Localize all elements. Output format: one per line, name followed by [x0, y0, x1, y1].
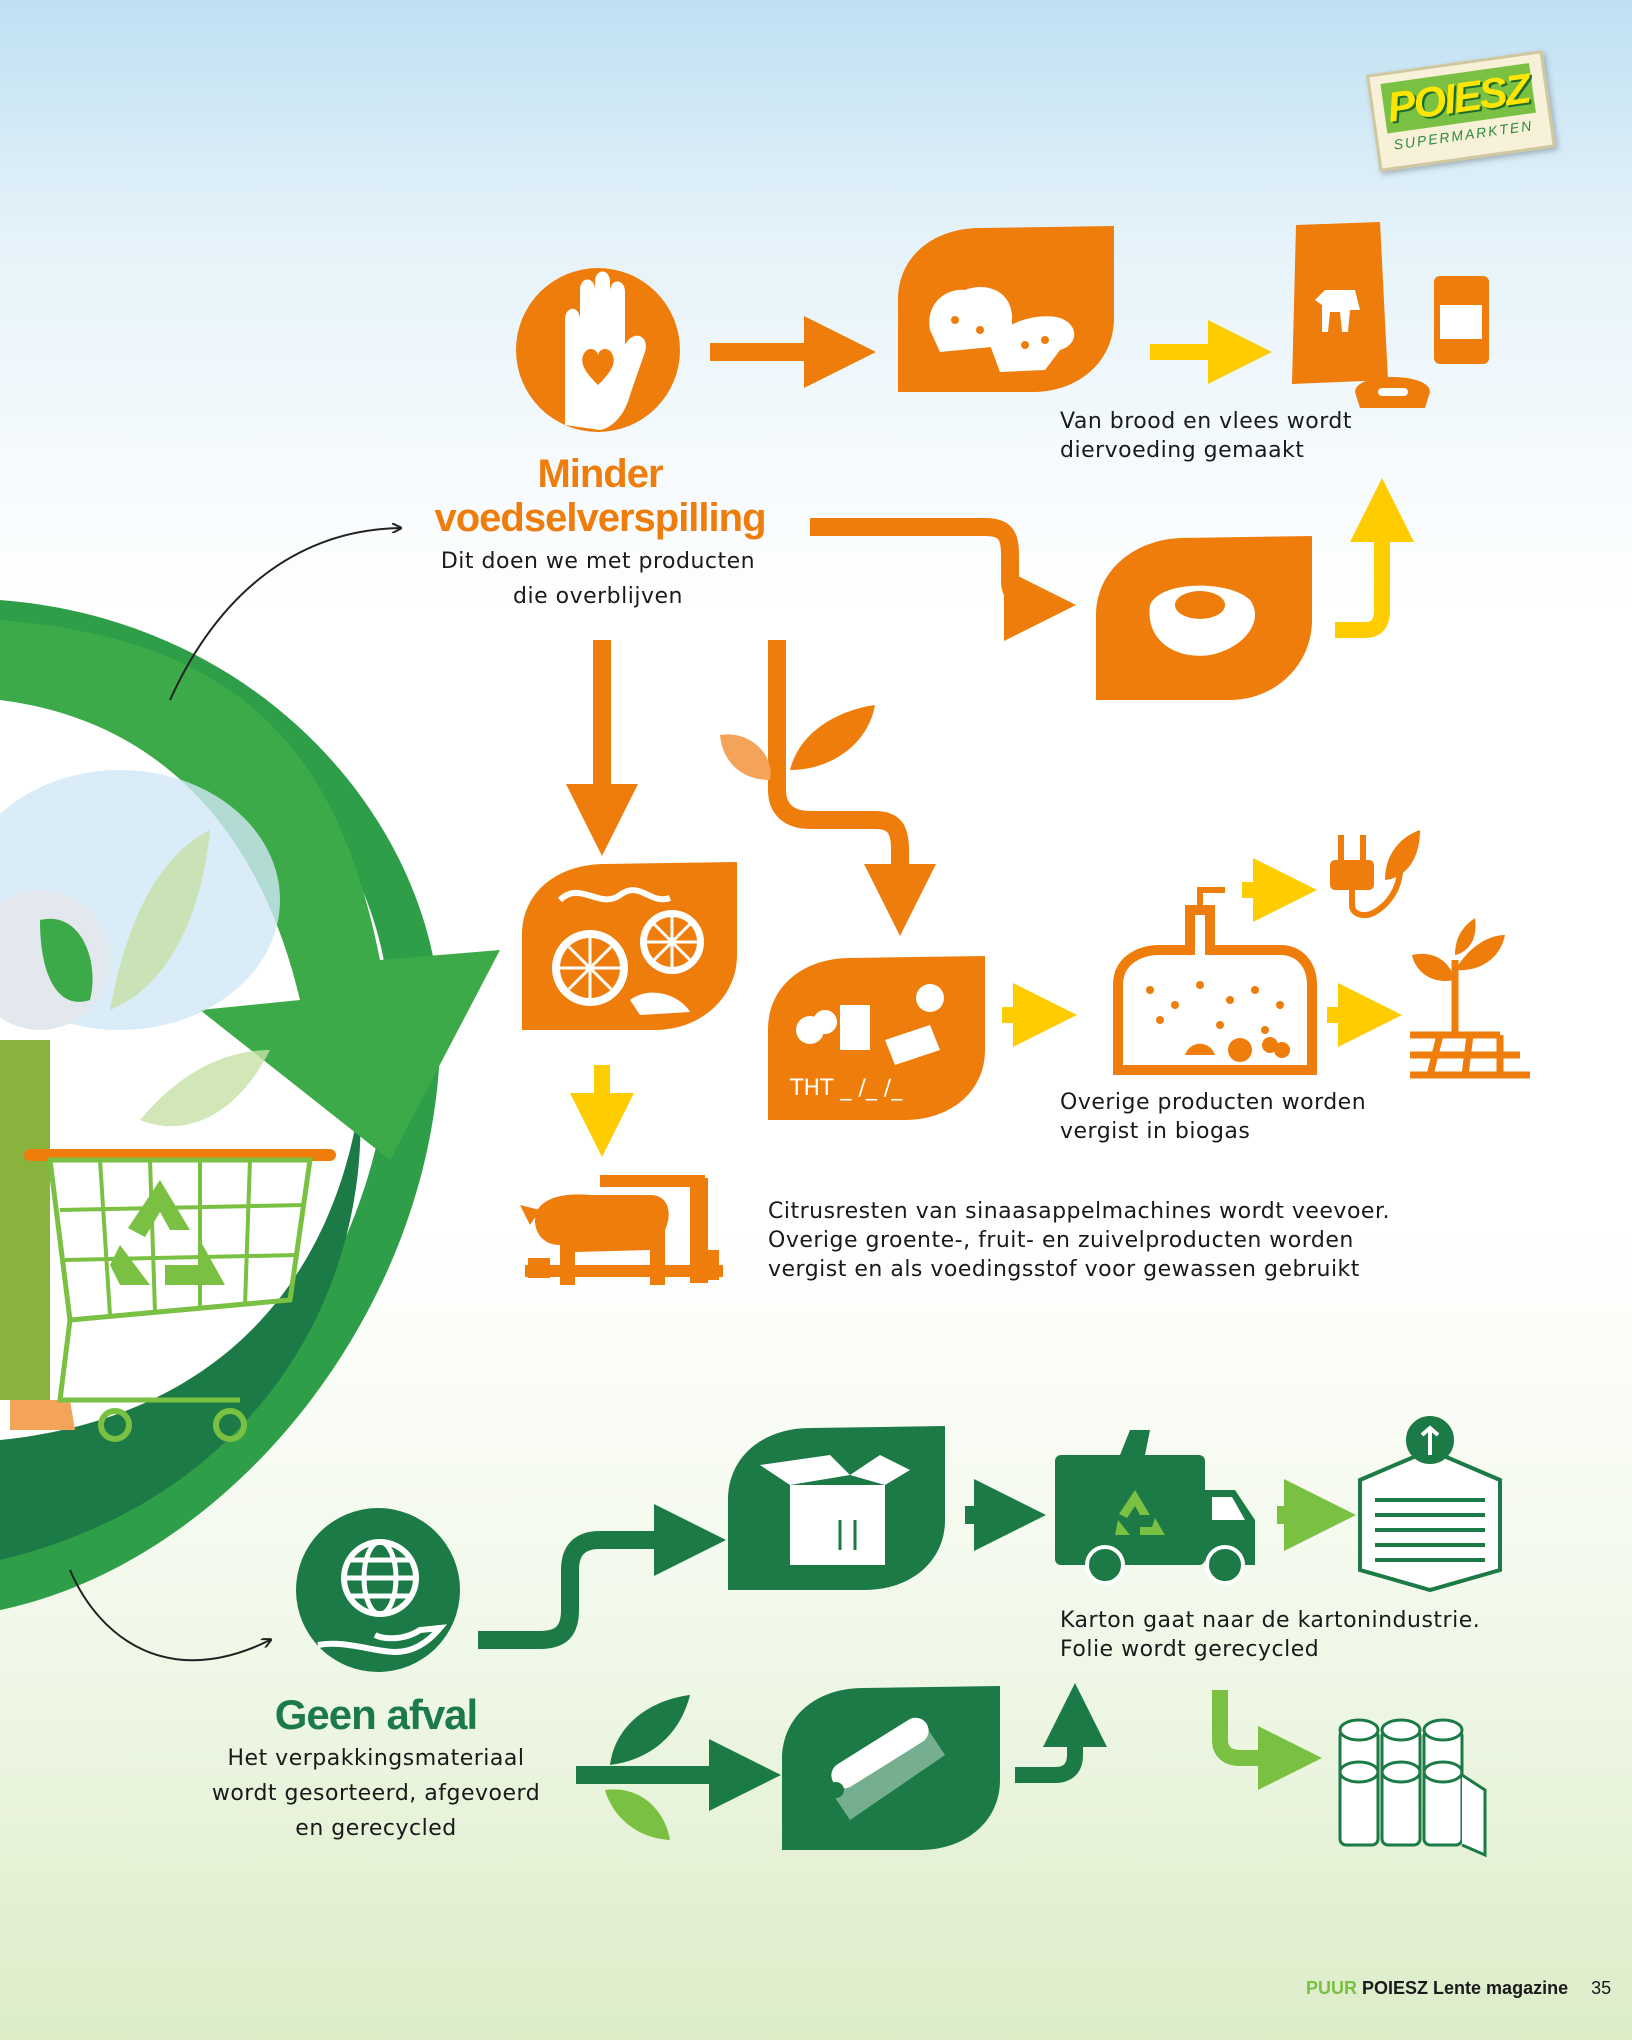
page-footer: PUUR POIESZ Lente magazine 35: [1306, 1978, 1611, 1999]
pointer-arrow-bottom: [69, 1569, 270, 1662]
arrow-to-rolls: [1212, 1690, 1322, 1790]
big-green-arrow: [0, 620, 500, 1160]
recycling-truck-icon: [1055, 1430, 1255, 1585]
arrow-foil-up: [1015, 1683, 1107, 1783]
green-leaf: [610, 1695, 690, 1765]
tht-label: THT _ /_ /_: [789, 1076, 903, 1101]
arrow-to-box: [478, 1504, 726, 1649]
no-waste-subtitle-line2: wordt gesorteerd, afgevoerd: [211, 1781, 541, 1806]
orange-leaf-light: [720, 734, 771, 780]
carton-text-line2: Folie wordt gerecycled: [1060, 1637, 1320, 1662]
bread-icon: [898, 226, 1114, 392]
animal-feed-text-line1: Van brood en vlees wordt: [1060, 409, 1352, 434]
paper-rolls-icon: [1338, 1718, 1487, 1858]
truck-recycle-icon: [1115, 1490, 1165, 1535]
dairy-vegetable-icon: [768, 956, 985, 1120]
foil-roll-icon: [782, 1686, 1000, 1850]
footer-puur: PUUR: [1306, 1978, 1358, 1998]
citrus-text-line1: Citrusresten van sinaasappelmachines wor…: [768, 1199, 1390, 1224]
animal-feed-text-line2: diervoeding gemaakt: [1060, 438, 1305, 463]
citrus-icon: [522, 862, 737, 1030]
power-plug-icon: [1330, 830, 1420, 919]
food-waste-subtitle-line2: die overblijven: [513, 584, 683, 609]
biogas-text-line1: Overige producten worden: [1060, 1090, 1367, 1115]
food-waste-title-line2: voedselverspilling: [434, 496, 766, 540]
no-waste-subtitle-line3: en gerecycled: [295, 1816, 457, 1841]
cardboard-box-icon: [728, 1426, 945, 1590]
arrow-to-dairy: [768, 640, 936, 936]
globe-hand-icon: [296, 1508, 460, 1672]
meat-icon: [1096, 536, 1312, 700]
page-number: 35: [1591, 1978, 1612, 1998]
food-waste-title-line1: Minder: [537, 452, 663, 496]
light-green-leaf: [605, 1789, 670, 1840]
paper-stack-icon: [1358, 1416, 1502, 1593]
cow-milking-icon: [520, 1175, 723, 1285]
citrus-text-line2: Overige groente-, fruit- en zuivelproduc…: [768, 1228, 1354, 1253]
left-scene: [0, 600, 500, 1610]
pointer-arrow-top: [169, 528, 400, 701]
carton-text-line1: Karton gaat naar de kartonindustrie.: [1060, 1608, 1481, 1633]
footer-magazine: POIESZ Lente magazine: [1362, 1978, 1569, 1998]
plant-field-icon: [1410, 918, 1530, 1079]
arrow-meat-up: [1335, 478, 1414, 638]
food-waste-subtitle-line1: Dit doen we met producten: [440, 549, 756, 574]
no-waste-title: Geen afval: [274, 1691, 478, 1738]
hand-heart-icon: [516, 268, 680, 432]
citrus-text-line3: vergist en als voedingsstof voor gewasse…: [768, 1257, 1360, 1282]
biogas-digester-icon: [1113, 887, 1317, 1075]
recycle-icon: [110, 1180, 225, 1285]
biogas-text-line2: vergist in biogas: [1060, 1119, 1251, 1144]
pet-food-icon: [1292, 222, 1489, 408]
orange-leaf: [790, 705, 875, 770]
no-waste-subtitle-line1: Het verpakkingsmateriaal: [227, 1746, 525, 1771]
arrow-to-meat: [810, 518, 1076, 641]
